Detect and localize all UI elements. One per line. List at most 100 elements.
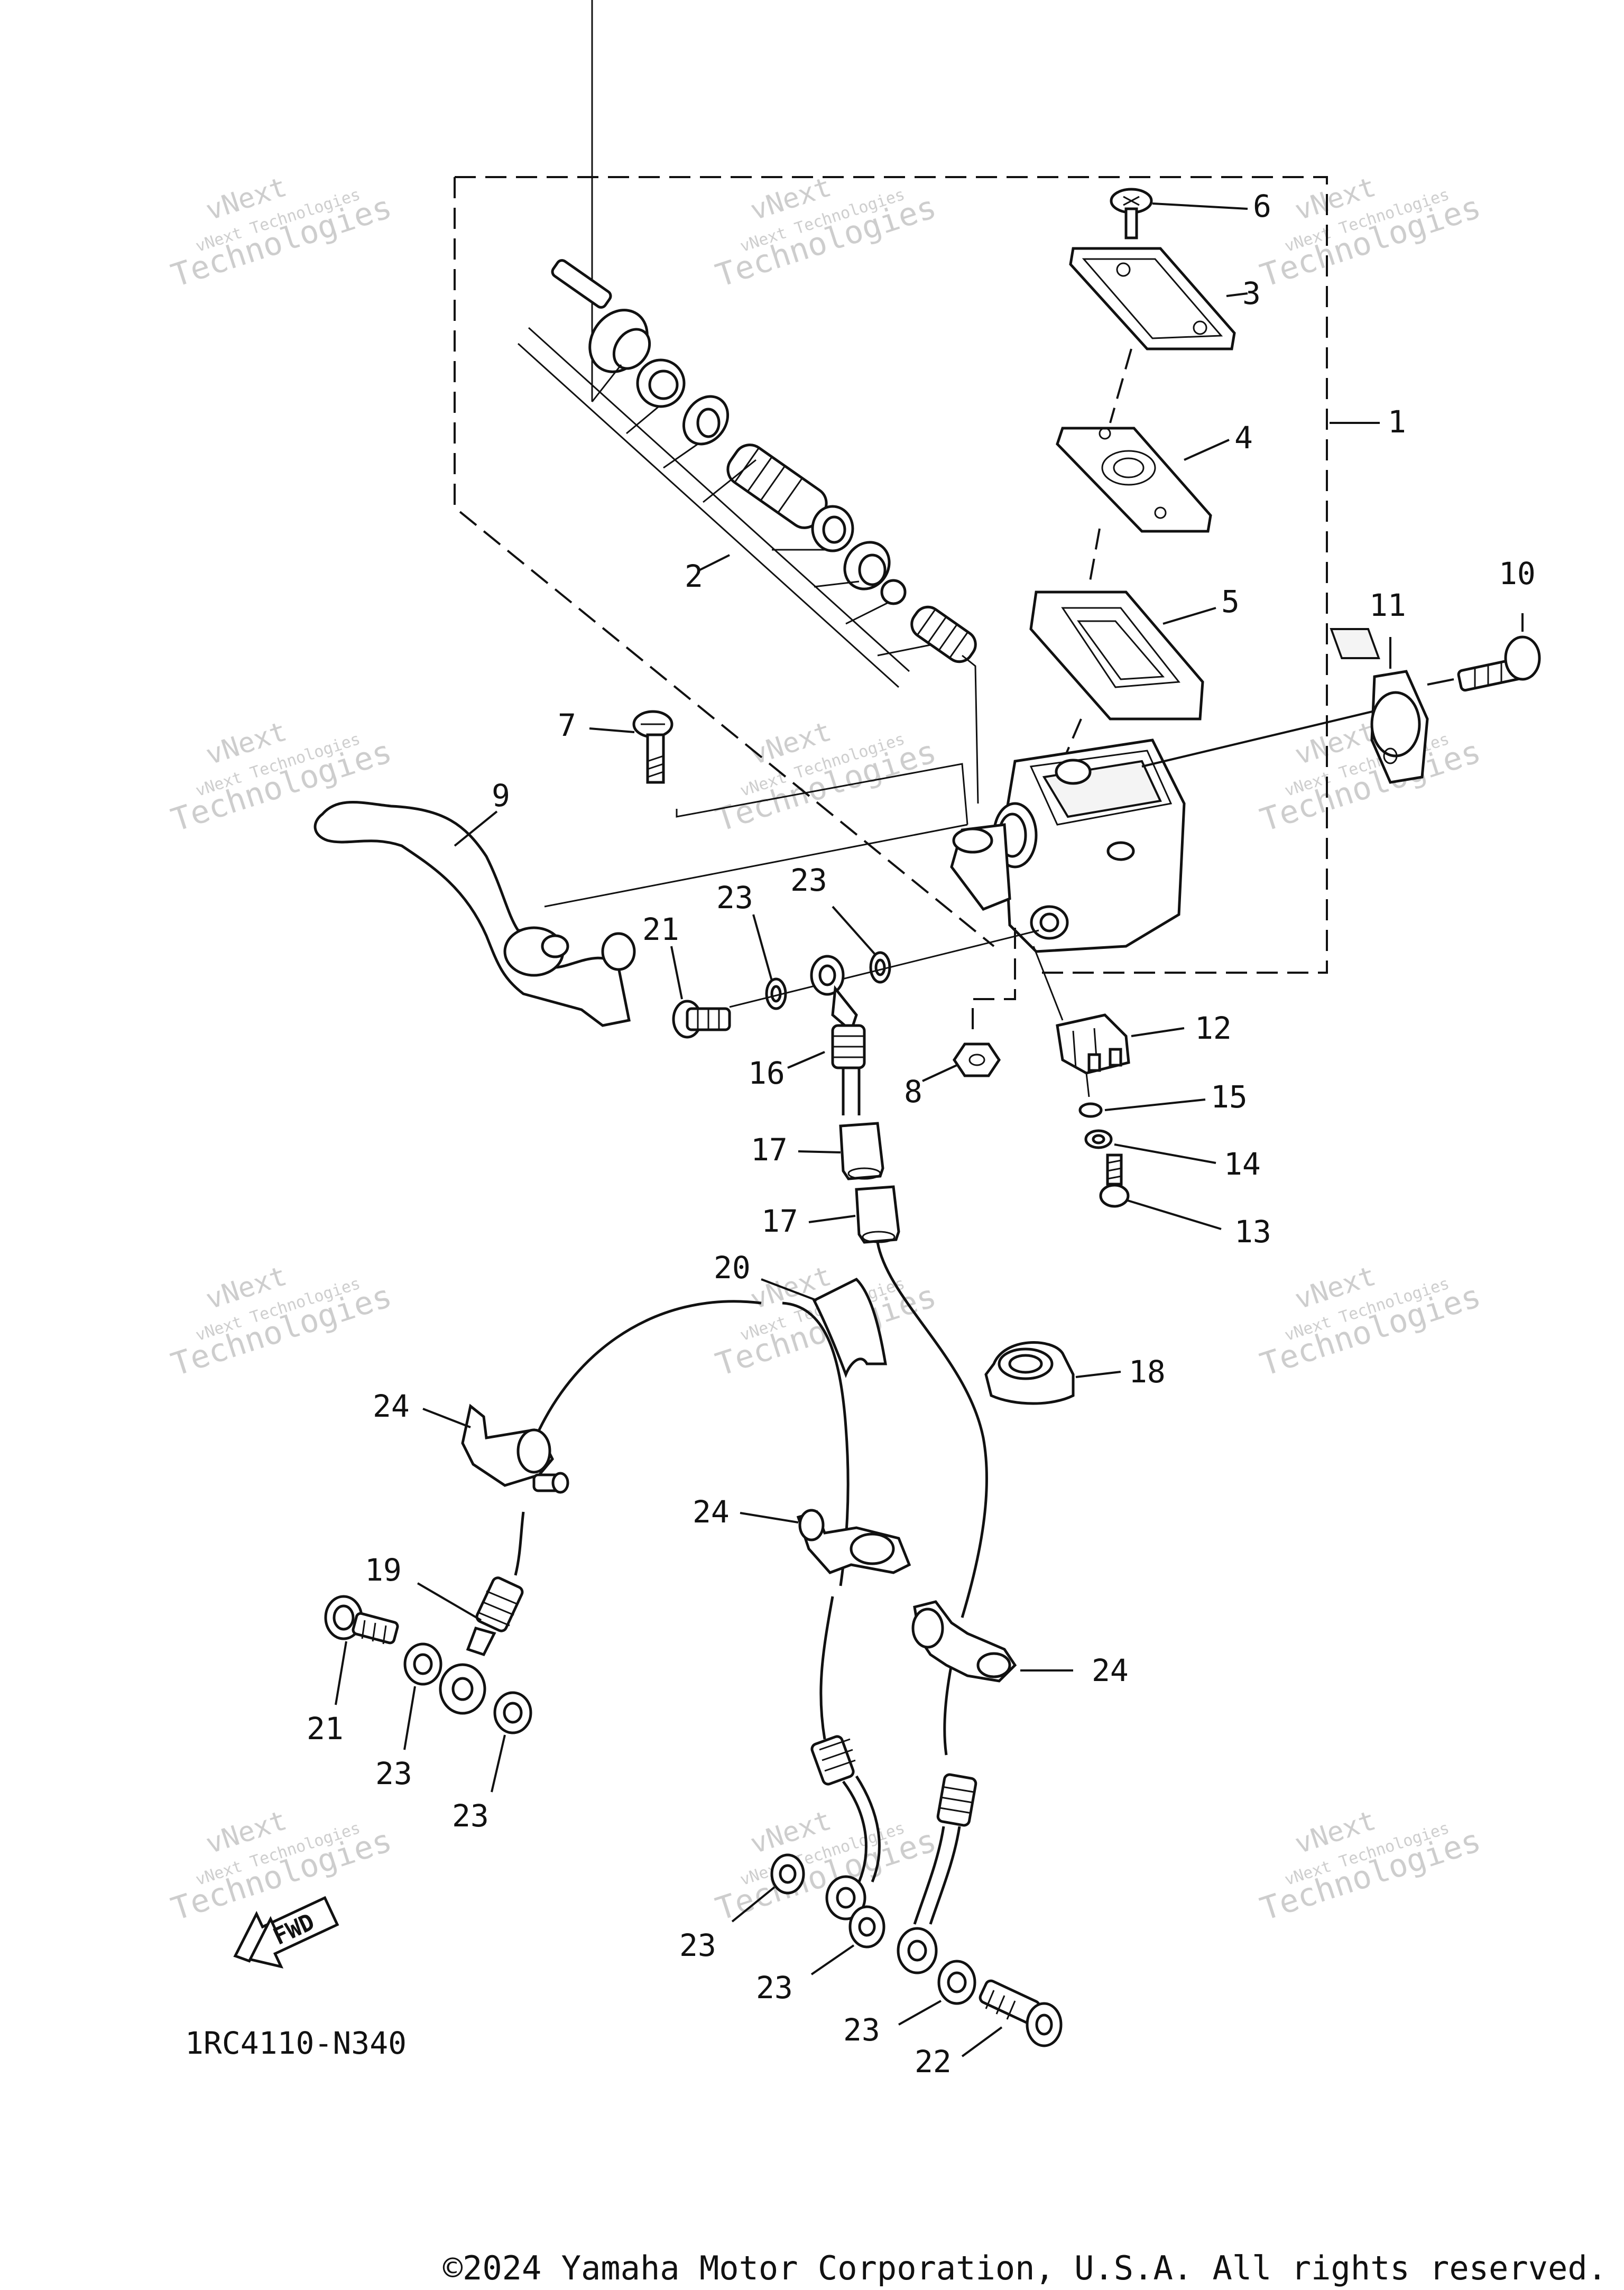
switch-screw — [1099, 1153, 1130, 1208]
part-label: 23 — [756, 1970, 793, 2006]
copper-washer — [869, 951, 891, 984]
banjo-bolt-upper — [672, 1000, 731, 1039]
copper-washer — [403, 1642, 442, 1686]
watermark: vNext vNext Technologies Technologies — [167, 1805, 396, 1928]
reservoir-cap-screw — [1110, 188, 1153, 239]
part-label: 18 — [1129, 1354, 1166, 1390]
lever-pivot-bolt — [632, 710, 673, 784]
diagram-code: 1RC4110-N340 — [185, 2025, 407, 2061]
piston-kit — [517, 0, 979, 804]
leader-24 — [422, 1408, 471, 1428]
part-label: 5 — [1221, 584, 1240, 620]
diaphragm — [1029, 590, 1380, 721]
part-label: 12 — [1195, 1010, 1232, 1046]
leader-24 — [740, 1512, 799, 1523]
part-label: 23 — [843, 2012, 880, 2048]
master-cylinder-body — [950, 738, 1186, 953]
leader-12 — [1131, 1027, 1185, 1037]
leader-6 — [1152, 202, 1248, 210]
part-label: 23 — [452, 1798, 489, 1834]
leader-2 — [697, 554, 730, 572]
leader-dash — [972, 928, 1016, 1036]
switch-lock-washer — [1084, 1129, 1113, 1149]
leader-dash — [1109, 348, 1132, 423]
leader-17 — [798, 1150, 841, 1153]
leader-21 — [335, 1641, 347, 1705]
hose-clip — [911, 1600, 1017, 1683]
part-label: 23 — [375, 1756, 412, 1792]
hose-fitting-upper — [810, 955, 866, 1115]
watermark: vNext vNext Technologies Technologies — [712, 171, 941, 294]
brake-lever — [313, 801, 636, 1027]
part-label: 4 — [1234, 420, 1253, 456]
leader-19 — [417, 1582, 482, 1621]
hose-clip — [796, 1509, 911, 1574]
leader-22 — [961, 2026, 1003, 2057]
reservoir-cap — [1069, 247, 1236, 350]
watermark: vNext vNext Technologies Technologies — [167, 171, 396, 294]
leader-20 — [761, 1278, 817, 1301]
part-label: 19 — [365, 1552, 402, 1588]
hose-protector — [839, 1122, 884, 1180]
leader-23 — [832, 906, 876, 955]
part-label: 6 — [1253, 188, 1271, 224]
leader-switch — [1032, 946, 1064, 1021]
banjo-bolt-left — [324, 1595, 399, 1645]
part-label: 16 — [748, 1055, 785, 1091]
part-label: 17 — [751, 1132, 788, 1168]
leader-8 — [922, 1064, 957, 1082]
watermark: vNext vNext Technologies Technologies — [712, 1805, 941, 1928]
brake-hoses — [514, 1242, 988, 1756]
leader-bolt-axis — [729, 929, 1039, 1008]
part-labels: 1 2 3 4 5 6 7 8 9 10 11 12 13 14 15 16 1… — [307, 188, 1536, 2080]
part-label: 24 — [693, 1494, 730, 1530]
leader-13 — [1125, 1199, 1222, 1230]
leader-body-clamp — [1141, 710, 1375, 768]
leader-23 — [898, 2000, 942, 2026]
copyright-footer: ©2024 Yamaha Motor Corporation, U.S.A. A… — [443, 2249, 1607, 2287]
leader-pivot-path — [676, 763, 968, 825]
leader-7 — [589, 727, 635, 733]
leader-4 — [1184, 439, 1230, 461]
part-label: 14 — [1224, 1146, 1261, 1182]
banjo-bolt-lower — [979, 1979, 1063, 2047]
master-cylinder-assembly-boundary — [454, 176, 1328, 974]
part-label: 3 — [1242, 275, 1261, 311]
leader-23 — [752, 914, 773, 981]
leader-14 — [1114, 1143, 1216, 1164]
leader-16 — [787, 1051, 825, 1069]
copper-washer — [770, 1853, 805, 1895]
part-label: 23 — [790, 862, 827, 898]
watermarks: vNext vNext Technologies Technologies vN… — [167, 171, 1485, 1928]
watermark: vNext vNext Technologies Technologies — [1256, 1805, 1485, 1928]
copper-washer — [493, 1691, 532, 1734]
part-label: 22 — [915, 2044, 952, 2080]
part-label: 21 — [642, 911, 679, 947]
part-label: 2 — [685, 558, 703, 594]
part-label: 24 — [1092, 1652, 1129, 1688]
leader-17 — [808, 1215, 856, 1223]
diaphragm-plate — [1056, 427, 1212, 533]
hose-fitting-left — [439, 1576, 524, 1715]
hose-protector — [855, 1185, 900, 1244]
part-label: 7 — [558, 707, 576, 743]
leader-switch-stack — [1085, 1073, 1090, 1097]
part-label: 8 — [904, 1074, 922, 1110]
leader-dash — [1088, 528, 1101, 587]
leader-5 — [1162, 607, 1216, 625]
hose-guide — [812, 1277, 887, 1378]
part-label: 9 — [492, 778, 510, 814]
leader-9 — [454, 810, 498, 847]
leader-3 — [1226, 292, 1248, 297]
hose-clamp — [984, 1341, 1075, 1405]
watermark: vNext vNext Technologies Technologies — [1256, 171, 1485, 294]
watermark: vNext vNext Technologies Technologies — [167, 1260, 396, 1383]
hose-clip — [461, 1403, 569, 1494]
watermark: vNext vNext Technologies Technologies — [712, 716, 941, 839]
leader-23 — [491, 1734, 506, 1793]
leader-18 — [1075, 1371, 1121, 1378]
watermark: vNext vNext Technologies Technologies — [1256, 716, 1485, 839]
leader-23 — [731, 1886, 776, 1923]
copper-washer — [848, 1905, 885, 1949]
